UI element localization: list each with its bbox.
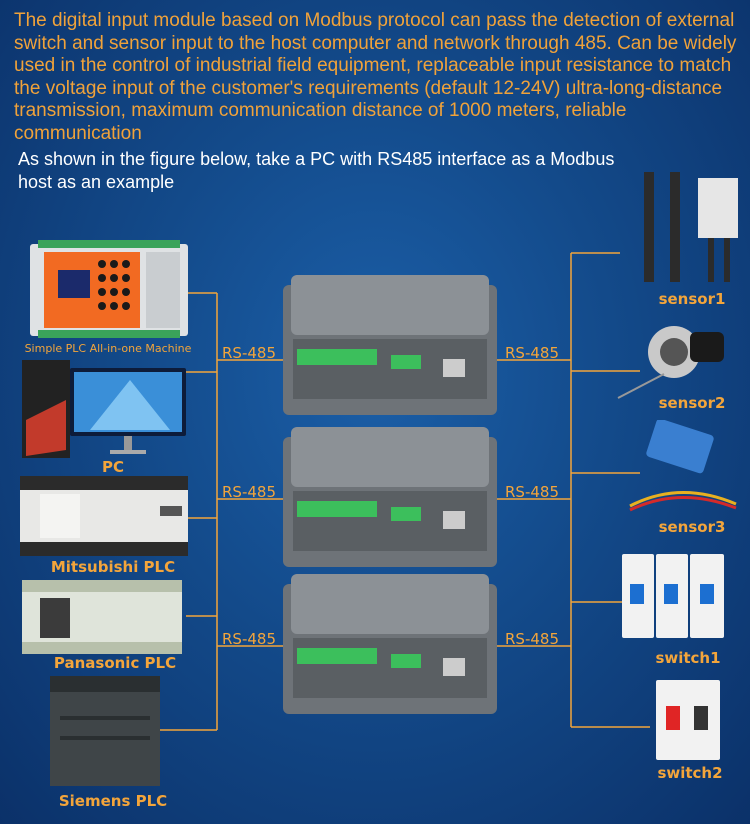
pc-monitor-icon [22,360,186,458]
humidity-sensor-icon [629,420,737,512]
breaker-3p-icon [622,554,724,638]
device-label: switch1 [655,649,721,667]
plc-icon [30,240,188,338]
module-icon [283,427,497,567]
module-icon [283,275,497,415]
rs485-right-label: RS-485 [505,630,559,648]
device-label: sensor3 [658,518,726,536]
rs485-left-label: RS-485 [222,344,276,362]
device-label: sensor2 [658,394,726,412]
draw-wire-sensor-icon [617,326,724,399]
host-label: Panasonic PLC [53,654,177,672]
sub-intro-paragraph: As shown in the figure below, take a PC … [18,149,615,192]
host-label: PC [101,458,124,476]
rs485-left-label: RS-485 [222,483,276,501]
breaker-2p-icon [656,680,720,760]
host-label: Siemens PLC [58,792,168,810]
intro-paragraph: The digital input module based on Modbus… [14,10,737,144]
device-label: switch2 [657,764,723,782]
mitsubishi-plc-icon [20,476,188,556]
siemens-plc-icon [50,676,160,786]
panasonic-plc-icon [22,580,182,654]
rs485-right-label: RS-485 [505,483,559,501]
host-label: Mitsubishi PLC [50,558,176,576]
module-icon [283,574,497,714]
linear-sensor-icon [644,172,738,282]
rs485-right-label: RS-485 [505,344,559,362]
rs485-left-label: RS-485 [222,630,276,648]
device-label: sensor1 [658,290,726,308]
host-label: Simple PLC All-in-one Machine [24,342,192,355]
